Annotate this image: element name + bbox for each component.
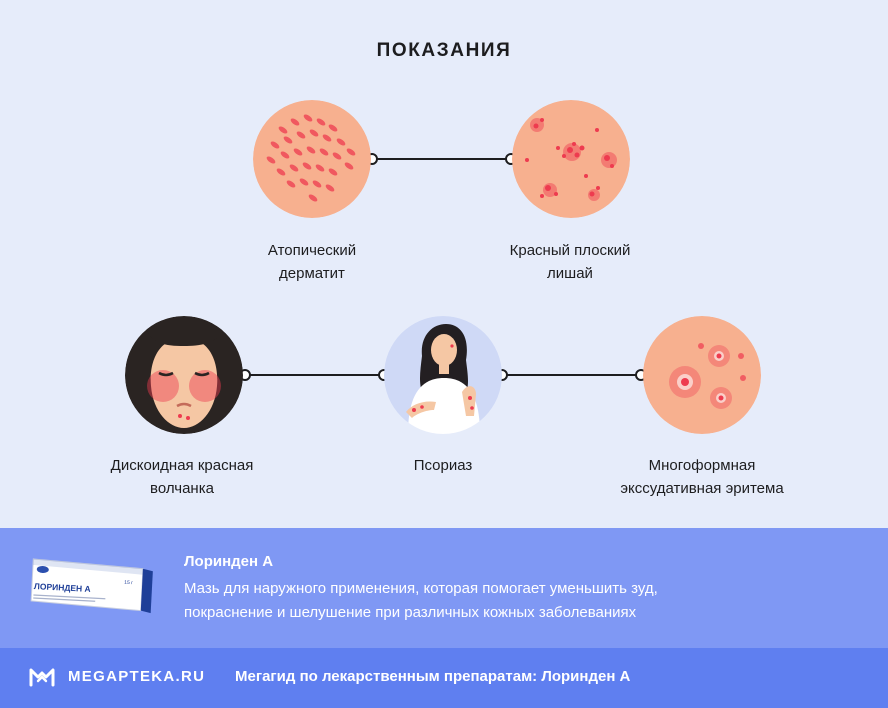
- tube-weight: 15 г: [124, 580, 133, 586]
- page-title: ПОКАЗАНИЯ: [376, 40, 512, 61]
- tube-label: ЛОРИНДЕН А: [34, 581, 91, 594]
- label-atopic-dermatitis: Атопический дерматит: [267, 242, 357, 282]
- product-name: Лоринден А: [184, 553, 274, 570]
- label-erythema-multiforme: Многоформная экссудативная эритема: [620, 457, 784, 497]
- atopic-dermatitis-image: [253, 100, 371, 218]
- label-psoriasis: Псориаз: [413, 457, 473, 474]
- footer-band: [0, 648, 888, 708]
- product-description: Мазь для наружного применения, которая п…: [184, 580, 658, 621]
- erythema-multiforme-image: [643, 316, 761, 434]
- lichen-planus-image: [512, 100, 630, 218]
- label-lichen-planus: Красный плоский лишай: [509, 242, 631, 282]
- discoid-lupus-image: [125, 316, 243, 434]
- psoriasis-image: [384, 316, 502, 434]
- brand-name[interactable]: MEGAPTEKA.RU: [68, 668, 206, 685]
- megapteka-logo-icon[interactable]: [28, 665, 56, 694]
- ointment-tube-image: ЛОРИНДЕН А 15 г: [26, 552, 156, 625]
- connector-lines: [239, 153, 647, 381]
- footer-text: Мегагид по лекарственным препаратам: Лор…: [235, 668, 631, 685]
- label-discoid-lupus: Дискоидная красная волчанка: [110, 457, 254, 497]
